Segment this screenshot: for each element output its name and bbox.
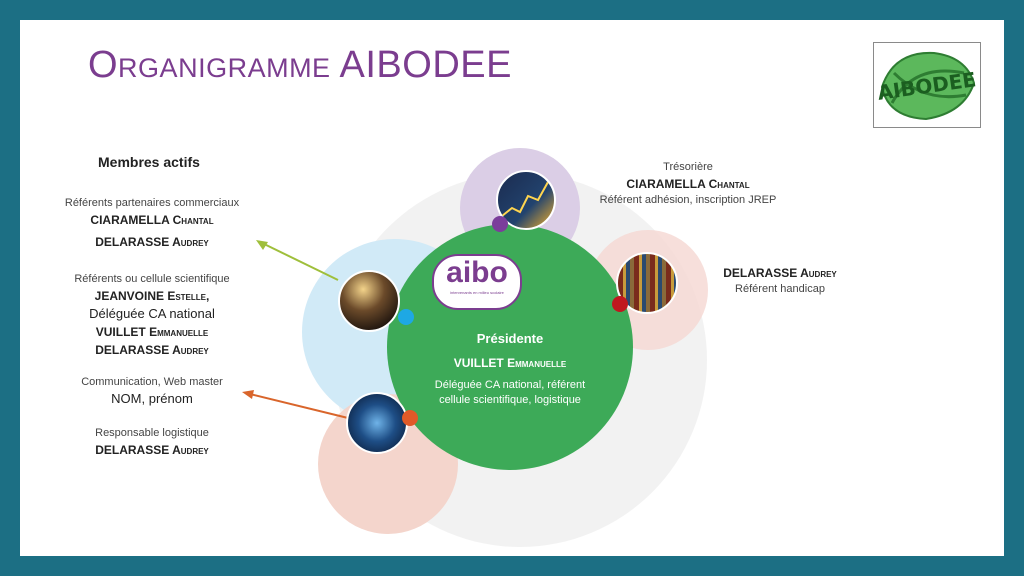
tresoriere-block: Trésorière CIARAMELLA Chantal Référent a…: [568, 160, 808, 208]
logistique-name: DELARASSE Audrey: [95, 443, 209, 457]
scientific-block: Référents ou cellule scientifique JEANVO…: [42, 272, 262, 359]
dot-orange: [402, 410, 418, 426]
handicap-role: Référent handicap: [735, 283, 825, 295]
scientific-name-3: DELARASSE Audrey: [95, 343, 209, 357]
aibo-logo: aibo intervenants en milieu scolaire: [432, 254, 522, 310]
presidente-name: VUILLET Emmanuelle: [453, 356, 567, 370]
partners-name-1: CIARAMELLA Chantal: [90, 213, 214, 227]
communication-name: NOM, prénom: [111, 391, 193, 406]
communication-label: Communication, Web master: [81, 376, 223, 388]
logistique-label: Responsable logistique: [95, 427, 209, 439]
partners-name-2: DELARASSE Audrey: [95, 235, 209, 249]
tech-network-photo: [346, 392, 408, 454]
handicap-name: DELARASSE Audrey: [723, 266, 837, 280]
presidente-block: Présidente VUILLET Emmanuelle Déléguée C…: [428, 330, 592, 408]
scientific-name-2: VUILLET Emmanuelle: [95, 325, 209, 339]
dot-blue: [398, 309, 414, 325]
arrow-partners-head: [256, 240, 268, 250]
partners-block: Référents partenaires commerciaux CIARAM…: [42, 196, 262, 251]
tresoriere-label: Trésorière: [663, 161, 713, 173]
scientific-name-1: JEANVOINE Estelle,: [94, 289, 210, 303]
members-heading: Membres actifs: [98, 154, 200, 170]
arrow-partners: [259, 241, 339, 281]
partners-label: Référents partenaires commerciaux: [64, 197, 240, 209]
logistique-block: Responsable logistique DELARASSE Audrey: [42, 426, 262, 459]
aibodee-logo: AIBODEE: [873, 42, 981, 128]
dot-purple: [492, 216, 508, 232]
presidente-label: Présidente: [476, 331, 544, 346]
scientific-label: Référents ou cellule scientifique: [74, 273, 230, 285]
tresoriere-name: CIARAMELLA Chantal: [626, 177, 750, 191]
handicap-block: DELARASSE Audrey Référent handicap: [692, 264, 868, 297]
presidente-role: Déléguée CA national, référent cellule s…: [434, 379, 586, 406]
communication-block: Communication, Web master NOM, prénom: [42, 375, 262, 408]
slide: Organigramme AIBODEE AIBODEE aibo int: [20, 20, 1004, 556]
aibo-logo-subtext: intervenants en milieu scolaire: [450, 290, 504, 295]
scientific-role-1: Déléguée CA national: [89, 306, 215, 321]
conference-photo: [338, 270, 400, 332]
arrow-communication: [249, 393, 349, 419]
aibo-logo-text: aibo: [446, 256, 508, 289]
dot-red: [612, 296, 628, 312]
arrow-communication-head: [242, 390, 254, 399]
tresoriere-role: Référent adhésion, inscription JREP: [599, 194, 777, 206]
page-title: Organigramme AIBODEE: [88, 44, 512, 86]
